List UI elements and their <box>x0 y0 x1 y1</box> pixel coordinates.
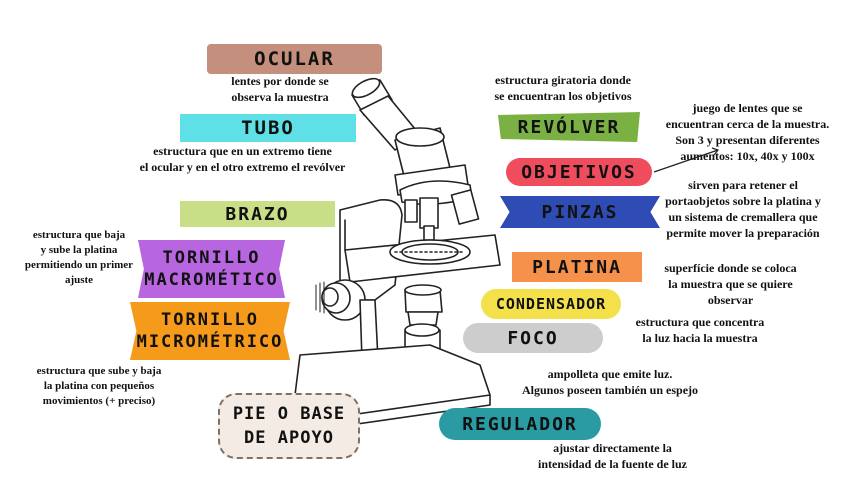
condensador-label: CONDENSADOR <box>481 289 621 319</box>
pinzas-label: PINZAS <box>500 196 660 228</box>
foco-description: ampolleta que emite luz.Algunos poseen t… <box>521 367 699 397</box>
regulador-label: REGULADOR <box>439 408 601 440</box>
ocular-label: OCULAR <box>207 44 382 74</box>
objetivos-label: OBJETIVOS <box>506 158 652 186</box>
platina-label: PLATINA <box>512 252 642 282</box>
tubo-label: TUBO <box>180 114 356 142</box>
revolver-label: REVÓLVER <box>498 112 640 142</box>
brazo-label: BRAZO <box>180 201 335 227</box>
foco-label: FOCO <box>463 323 603 353</box>
